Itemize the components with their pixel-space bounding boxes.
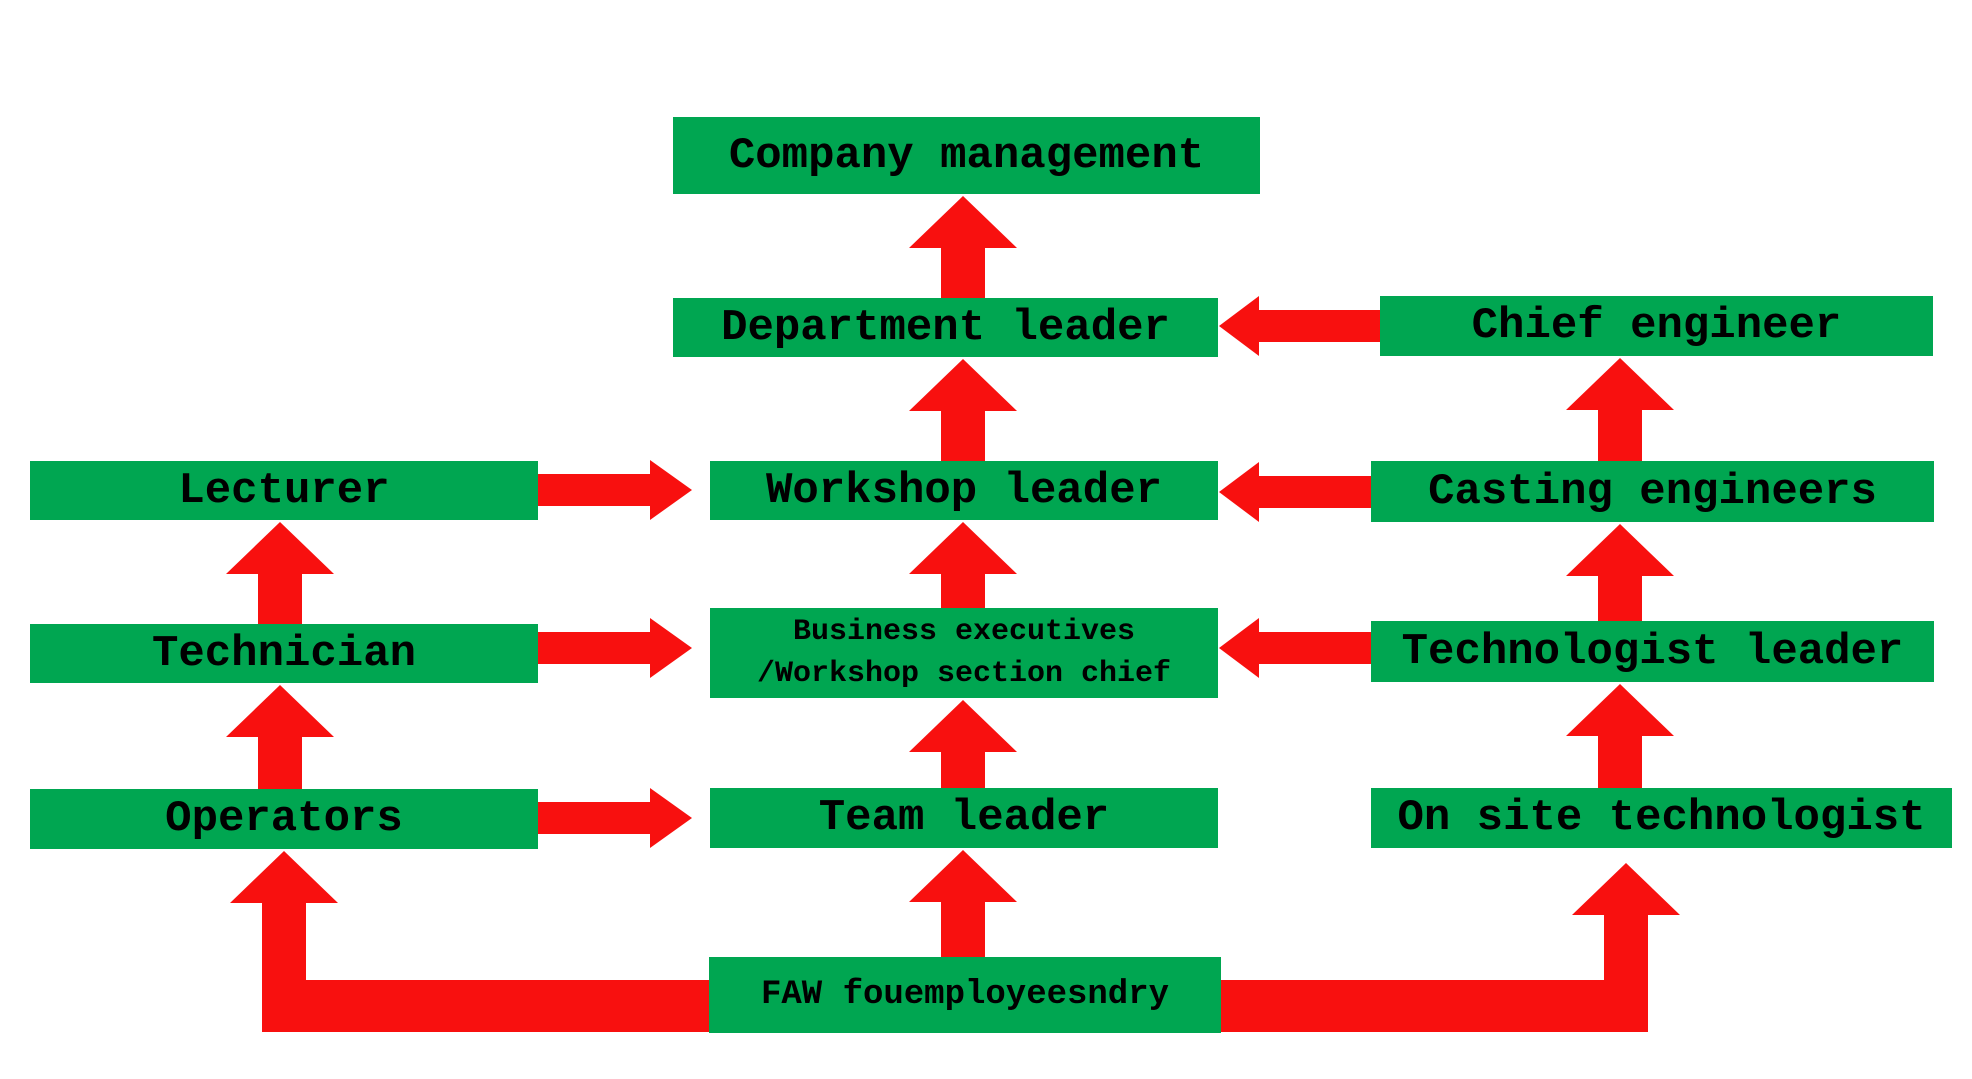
- arrow-technician-to-lecturer-head: [226, 522, 334, 574]
- arrow-team-to-business-head: [909, 700, 1017, 752]
- arrow-technician-to-business-head: [650, 618, 692, 678]
- node-team-leader: Team leader: [710, 788, 1218, 848]
- arrow-operators-to-technician-shaft: [258, 737, 302, 789]
- arrow-operators-to-team-shaft: [538, 802, 650, 834]
- arrow-casting-to-chief-shaft: [1598, 410, 1642, 461]
- node-casting-engineers: Casting engineers: [1371, 461, 1934, 522]
- node-casting-engineers-label: Casting engineers: [1428, 466, 1877, 517]
- node-lecturer: Lecturer: [30, 461, 538, 520]
- arrow-chief-to-department-head: [1219, 296, 1259, 356]
- node-lecturer-label: Lecturer: [178, 465, 390, 516]
- arrow-faw-to-operators-vertical-shaft: [262, 903, 306, 1032]
- arrow-casting-to-workshop-shaft: [1259, 476, 1371, 508]
- node-faw-foundry-employees: FAW fouemployeesndry: [709, 957, 1221, 1033]
- node-technologist-leader-label: Technologist leader: [1401, 626, 1904, 677]
- arrow-technician-to-business-shaft: [538, 632, 650, 664]
- arrow-department-to-company-head: [909, 196, 1017, 248]
- arrow-technologist-to-business-shaft: [1259, 632, 1371, 664]
- node-faw-foundry-employees-label: FAW fouemployeesndry: [760, 976, 1170, 1014]
- arrow-workshop-to-department-shaft: [941, 411, 985, 461]
- arrow-casting-to-workshop-head: [1219, 462, 1259, 522]
- arrow-faw-to-onsite-head: [1572, 863, 1680, 915]
- arrow-business-to-workshop-head: [909, 522, 1017, 574]
- arrow-team-to-business-shaft: [941, 752, 985, 788]
- arrow-lecturer-to-workshop-shaft: [538, 474, 650, 506]
- node-team-leader-label: Team leader: [818, 793, 1110, 843]
- node-chief-engineer: Chief engineer: [1380, 296, 1933, 356]
- node-operators-label: Operators: [165, 794, 403, 844]
- arrow-faw-to-onsite-vertical-shaft: [1604, 915, 1648, 1032]
- node-workshop-leader-label: Workshop leader: [765, 465, 1163, 516]
- arrow-workshop-to-department-head: [909, 359, 1017, 411]
- arrow-technologist-to-casting-shaft: [1598, 576, 1642, 621]
- arrow-lecturer-to-workshop-head: [650, 460, 692, 520]
- arrow-chief-to-department-shaft: [1259, 310, 1380, 342]
- arrow-faw-to-team-shaft: [941, 902, 985, 957]
- arrow-faw-to-team-head: [909, 850, 1017, 902]
- arrow-business-to-workshop-shaft: [941, 574, 985, 608]
- node-business-executives: Business executives /Workshop section ch…: [710, 608, 1218, 698]
- arrow-technologist-to-business-head: [1219, 618, 1259, 678]
- arrow-technologist-to-casting-head: [1566, 524, 1674, 576]
- arrow-operators-to-team-head: [650, 788, 692, 848]
- arrow-department-to-company-shaft: [941, 248, 985, 298]
- node-business-executives-line2: /Workshop section chief: [756, 657, 1172, 691]
- node-on-site-technologist: On site technologist: [1371, 788, 1952, 848]
- node-department-leader-label: Department leader: [721, 302, 1170, 353]
- node-on-site-technologist-label: On site technologist: [1397, 793, 1926, 843]
- node-company-management-label: Company management: [728, 130, 1205, 181]
- node-technologist-leader: Technologist leader: [1371, 621, 1934, 682]
- node-company-management: Company management: [673, 117, 1260, 194]
- node-department-leader: Department leader: [673, 298, 1218, 357]
- arrow-onsite-to-technologist-shaft: [1598, 736, 1642, 788]
- node-technician: Technician: [30, 624, 538, 683]
- arrow-onsite-to-technologist-head: [1566, 684, 1674, 736]
- node-business-executives-line1: Business executives: [792, 615, 1136, 649]
- arrow-faw-to-onsite-horizontal-bar: [1221, 980, 1648, 1032]
- arrow-technician-to-lecturer-shaft: [258, 574, 302, 624]
- node-technician-label: Technician: [151, 628, 417, 679]
- node-operators: Operators: [30, 789, 538, 849]
- arrow-faw-to-operators-horizontal-bar: [262, 980, 709, 1032]
- node-chief-engineer-label: Chief engineer: [1471, 301, 1842, 351]
- arrow-casting-to-chief-head: [1566, 358, 1674, 410]
- arrow-faw-to-operators-head: [230, 851, 338, 903]
- arrow-operators-to-technician-head: [226, 685, 334, 737]
- node-workshop-leader: Workshop leader: [710, 461, 1218, 520]
